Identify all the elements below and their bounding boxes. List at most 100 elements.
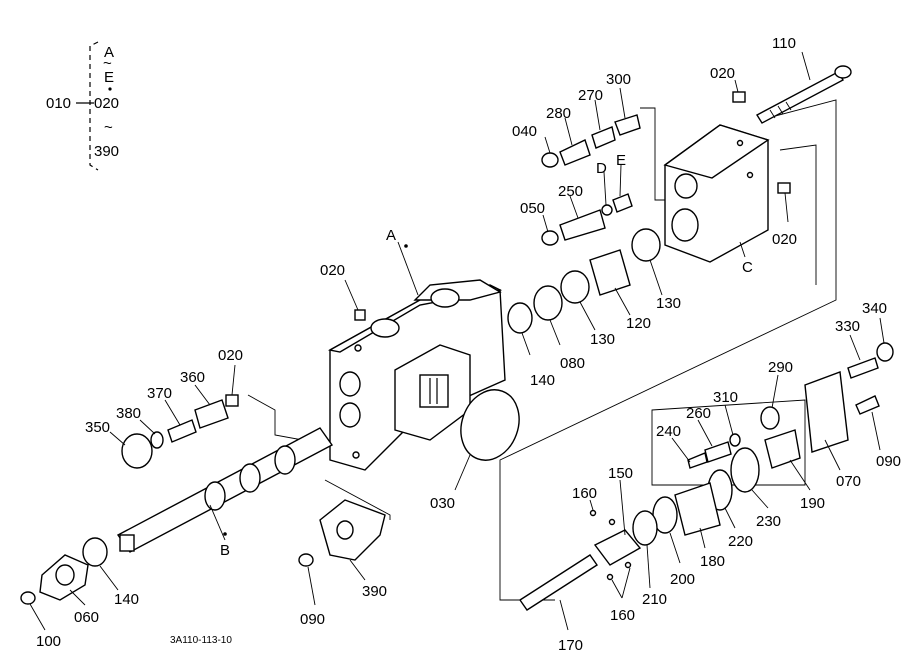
callout-380: 380 <box>116 405 141 422</box>
callout-220: 220 <box>728 533 753 550</box>
leader-300 <box>619 87 626 119</box>
callout-340: 340 <box>862 300 887 317</box>
leader-260 <box>697 419 713 447</box>
callout-230: 230 <box>756 513 781 530</box>
callout-labels: 110 020 300 270 280 040 D E 250 050 020 … <box>36 35 901 654</box>
callout-020-b: 020 <box>772 231 797 248</box>
leader-350 <box>109 431 126 446</box>
leader-B <box>209 504 226 541</box>
legend-tilde-1: ~ <box>103 55 112 72</box>
bolt-thread-1 <box>769 109 776 119</box>
leader-370 <box>164 399 181 426</box>
callout-190: 190 <box>800 495 825 512</box>
bolt-090-right <box>855 395 880 415</box>
callout-120: 120 <box>626 315 651 332</box>
leader-210 <box>646 544 651 589</box>
right-lower-group <box>519 342 894 611</box>
dot-B <box>223 532 227 536</box>
guide-box-small <box>651 399 806 486</box>
bolt-thread-3 <box>785 101 792 111</box>
guide-bracket <box>324 479 391 520</box>
legend-first: A <box>104 44 114 61</box>
body-port-left-2 <box>339 402 361 428</box>
oring-380 <box>150 431 164 449</box>
left-plug-group <box>121 394 239 469</box>
leader-180 <box>699 527 706 549</box>
oring-310 <box>729 433 741 447</box>
callout-090-a: 090 <box>876 453 901 470</box>
callout-210: 210 <box>642 591 667 608</box>
callout-060: 060 <box>74 609 99 626</box>
callout-270: 270 <box>578 87 603 104</box>
shaft-170 <box>519 554 598 611</box>
callout-E: E <box>616 152 626 169</box>
callout-250: 250 <box>558 183 583 200</box>
body-port-top-2 <box>370 318 400 338</box>
leader-050 <box>542 214 549 233</box>
callout-090-b: 090 <box>300 611 325 628</box>
leader-020c <box>344 279 359 311</box>
leader-330 <box>849 334 861 361</box>
cap-port-2 <box>671 208 699 242</box>
ring-210 <box>632 510 658 546</box>
callout-300: 300 <box>606 71 631 88</box>
plug-020-body <box>354 309 366 321</box>
leader-080 <box>549 319 561 346</box>
ring-080 <box>533 285 563 321</box>
legend-bracket-dashed <box>89 41 99 171</box>
spool-B <box>116 427 334 553</box>
callout-130-b: 130 <box>590 331 615 348</box>
leader-090b <box>307 566 316 606</box>
spring-270 <box>591 126 616 149</box>
callout-140-b: 140 <box>114 591 139 608</box>
callout-080: 080 <box>560 355 585 372</box>
callout-390: 390 <box>362 583 387 600</box>
cap-port-1 <box>674 173 698 199</box>
leader-140b <box>99 565 119 591</box>
part-D <box>601 204 613 216</box>
bolt-thread-2 <box>777 105 784 115</box>
leader-100 <box>29 603 46 631</box>
seal-140-upper <box>507 302 533 334</box>
leader-110 <box>801 51 811 81</box>
leader-C <box>739 241 746 258</box>
part-290 <box>760 406 780 430</box>
leader-340 <box>879 317 885 344</box>
part-130-right <box>631 228 661 262</box>
ball-160-4 <box>624 561 632 569</box>
callout-030: 030 <box>430 495 455 512</box>
plate-060-hole <box>55 564 75 586</box>
callout-240: 240 <box>656 423 681 440</box>
leader-030 <box>454 454 471 491</box>
callout-160-a: 160 <box>572 485 597 502</box>
callout-020-d: 020 <box>218 347 243 364</box>
leader-190 <box>789 459 811 491</box>
callout-140-a: 140 <box>530 372 555 389</box>
ball-160-1 <box>589 509 597 517</box>
oring-040 <box>541 152 559 168</box>
callout-130-a: 130 <box>656 295 681 312</box>
spool-end <box>119 534 135 552</box>
callout-360: 360 <box>180 369 205 386</box>
part-360 <box>194 399 229 429</box>
leader-200 <box>669 532 681 564</box>
guide-lines <box>247 99 837 601</box>
bolt-shank <box>756 71 844 124</box>
callout-150: 150 <box>608 465 633 482</box>
bolt-100 <box>20 591 36 605</box>
part-250 <box>559 209 606 241</box>
callout-020-a: 020 <box>710 65 735 82</box>
screw-330 <box>847 357 879 379</box>
plug-350 <box>121 433 153 469</box>
legend-last: 390 <box>94 143 119 160</box>
legend-mid: E <box>104 69 114 86</box>
legend-tilde-2: ~ <box>104 119 113 136</box>
part-150 <box>593 529 642 566</box>
plug-020-right <box>777 182 791 194</box>
leader-270 <box>594 99 601 131</box>
legend-next: 020 <box>94 95 119 112</box>
leader-A <box>397 241 419 296</box>
part-180 <box>674 482 721 536</box>
